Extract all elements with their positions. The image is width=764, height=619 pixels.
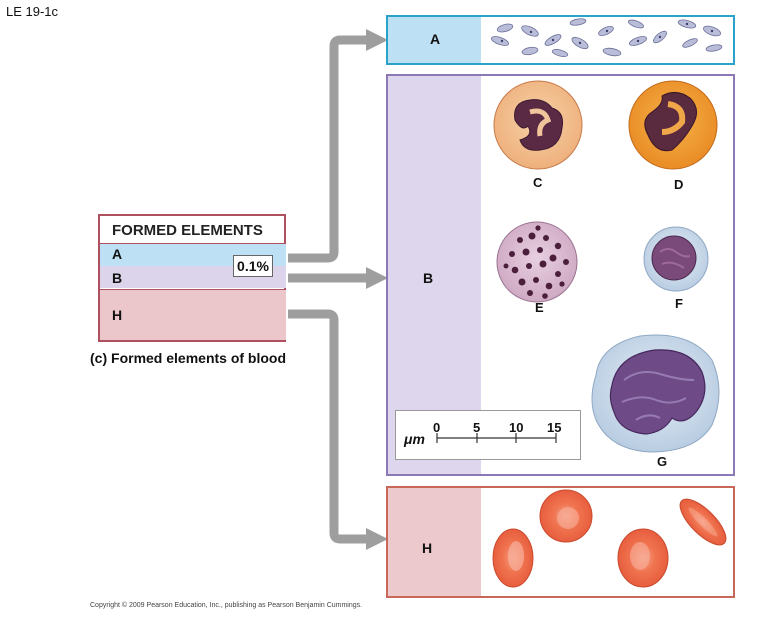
platelet (496, 23, 514, 33)
cell-label-d: D (674, 177, 684, 192)
figure-label: LE 19-1c (6, 4, 59, 19)
red-blood-cells (492, 489, 727, 588)
platelet (705, 44, 723, 52)
panel-a-label: A (430, 31, 441, 47)
arrowhead-h (366, 528, 388, 550)
scale-tick-10: 10 (509, 420, 524, 435)
panel-b-label-area (388, 76, 481, 474)
cell-label-c: C (533, 175, 543, 190)
arrow-to-h (288, 309, 370, 544)
scale-tick-5: 5 (473, 420, 481, 435)
row-a-label: A (112, 246, 123, 262)
formed-elements-title: FORMED ELEMENTS (112, 222, 263, 239)
panel-b-label: B (423, 270, 434, 286)
platelet (602, 47, 622, 57)
scale-bar-box (395, 410, 581, 460)
neutrophil-cell (493, 80, 583, 170)
divider (100, 243, 286, 244)
caption-text: Formed elements of blood (111, 350, 287, 366)
copyright-notice: Copyright © 2009 Pearson Education, Inc.… (90, 602, 363, 609)
scale-unit: μm (404, 431, 425, 447)
percentage-badge: 0.1% (233, 255, 273, 277)
lymphocyte-cell (643, 226, 709, 292)
arrowhead-b (366, 267, 388, 289)
cell-label-g: G (657, 454, 668, 469)
arrowhead-a (366, 29, 388, 51)
red-blood-cell (539, 489, 593, 543)
caption-prefix: (c) (90, 350, 108, 366)
basophil-cell (496, 221, 578, 303)
row-b-label: B (112, 270, 123, 286)
platelet (628, 19, 644, 29)
platelet (682, 38, 698, 48)
platelet (551, 49, 569, 57)
cell-label-f: F (675, 296, 683, 311)
platelet (521, 46, 539, 56)
monocyte-cell (591, 334, 720, 453)
panel-h-label-area (388, 488, 481, 596)
platelet (521, 25, 539, 37)
red-blood-cell (492, 528, 534, 588)
figure-caption: (c) Formed elements of blood (90, 350, 286, 366)
eosinophil-cell (628, 80, 718, 170)
platelet (569, 18, 587, 26)
row-h (100, 290, 286, 340)
panel-a-label-area (388, 17, 481, 63)
scale-tick-15: 15 (547, 420, 562, 435)
scale-tick-0: 0 (433, 420, 441, 435)
red-blood-cell (679, 498, 727, 546)
red-blood-cell (617, 528, 669, 588)
divider (100, 289, 286, 290)
cell-label-e: E (535, 300, 544, 315)
arrow-to-a (288, 35, 370, 263)
platelet (491, 36, 509, 46)
panel-h-label: H (422, 540, 433, 556)
row-h-label: H (112, 307, 123, 323)
